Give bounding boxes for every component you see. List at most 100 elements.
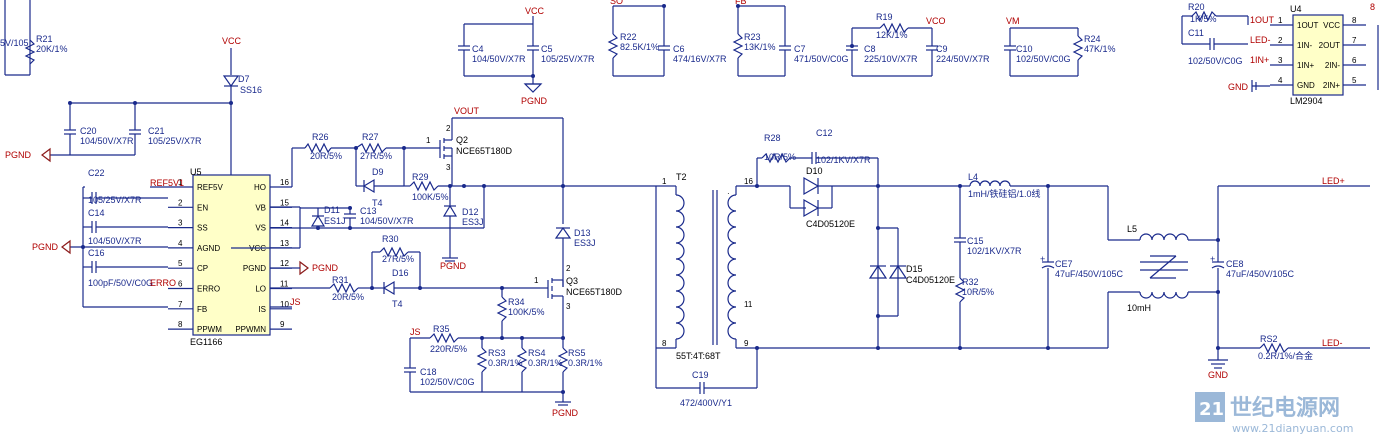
u5-pin-num-left: 4 [178,239,183,248]
u5-pin-num-right: 10 [280,300,289,309]
l5-value: 10mH [1127,303,1151,313]
u5-pin-name-right: LO [255,285,266,294]
u5-pin-num-right: 13 [280,239,289,248]
u4-pin-name-left: GND [1297,81,1315,90]
c20-c21: PGND C20 104/50V/X7R C21 105/25V/X7R [5,101,233,163]
low-side-gate: PGND R31 20R/5% R30 27R/5% D16 T4 R34 10… [270,234,623,338]
d7-label: D7 [238,74,250,84]
r20-label: R20 [1188,2,1205,12]
r26-label: R26 [312,132,329,142]
high-side-gate: R26 20R/5% R27 27R/5% D9 T4 R29 100K/5% … [231,132,660,271]
gnd-label-1: GND [1208,370,1229,380]
t2-pin11: 11 [744,300,753,309]
rs2-label: RS2 [1260,334,1278,344]
ce8-value: 47uF/450V/105C [1226,269,1295,279]
top-left-fragment: 5V/105 R21 20K/1% [0,0,68,76]
r20-value: 1K/5% [1190,14,1217,24]
t2-dot: · [727,189,730,198]
d7-value: SS16 [240,85,262,95]
q2-label: Q2 [456,135,468,145]
r24-label: R24 [1084,34,1101,44]
u5-pin-num-right: 12 [280,259,289,268]
u4-label: U4 [1290,4,1302,14]
c12-label: C12 [816,128,833,138]
t2-pin8: 8 [662,339,667,348]
c22-label: C22 [88,168,105,178]
pgnd-label-2: PGND [32,242,59,252]
c7-label: C7 [794,44,806,54]
js-label-2: JS [410,327,421,337]
c6-label: C6 [673,44,685,54]
r28-value: 10R/5% [764,152,796,162]
u5-pin-name-left: FB [197,305,207,314]
u4-pin-name-right: 2IN+ [1323,81,1340,90]
u5-pin-num-left: 1 [178,178,183,187]
c18-value: 102/50V/C0G [420,377,475,387]
q3-pin2: 2 [566,264,571,273]
r34-label: R34 [508,297,525,307]
vout-label: VOUT [454,106,480,116]
c12-value: 102/1KV/X7R [816,155,871,165]
js-label-1: JS [290,297,301,307]
watermark-logo: 21 [1199,399,1224,420]
q2-mosfet: 1 2 3 Q2 NCE65T180D VOUT [420,106,564,224]
l4-label: L4 [968,172,978,182]
t2-pin9: 9 [744,339,749,348]
u4-pin-num-left: 3 [1278,56,1283,65]
u5-pin-num-right: 16 [280,178,289,187]
d16-label: D16 [392,268,409,278]
u5-pin-num-left: 7 [178,300,183,309]
u4-pin-num-right: 7 [1352,36,1357,45]
u5-pin-name-left: PPWM [197,325,222,334]
c16-label: C16 [88,248,105,258]
r29-label: R29 [412,172,429,182]
u5-pin-num-right: 14 [280,219,289,228]
u5-pin-name-right: VS [255,224,266,233]
l5-common-mode: L5 10mH [1107,186,1218,348]
d10-label: D10 [806,166,823,176]
led-plus-label: LED+ [1322,176,1345,186]
r19-label: R19 [876,12,893,22]
u5-pin-num-left: 2 [178,198,183,207]
d11-label: D11 [324,205,340,215]
q2-pin3: 3 [446,163,451,172]
c13-value: 104/50V/X7R [360,216,414,226]
c8-label: C8 [864,44,876,54]
u4-pin-name-left: 1IN+ [1297,61,1314,70]
pin8-label: 8 [1370,2,1375,12]
secondary-rectifier: R28 10R/5% C12 102/1KV/X7R D10 C4D05120E… [755,128,1124,350]
c9-label: C9 [936,44,948,54]
c10-label: C10 [1016,44,1033,54]
u4-pin-name-left: 1OUT [1297,21,1318,30]
d15-label: D15 [906,264,923,274]
c21-value: 105/25V/X7R [148,136,202,146]
c7-value: 471/50V/C0G [794,54,849,64]
u5-pin-name-right: IS [258,305,266,314]
r19-value: 12K/1% [876,30,908,40]
top-center-network: VCC C4 104/50V/X7R C5 105/25V/X7R PGND S… [458,0,1116,106]
u5-value: EG1166 [190,337,222,347]
d9-label: D9 [372,167,384,177]
c6-value: 474/16V/X7R [673,54,727,64]
r23-label: R23 [744,32,761,42]
u5-pin-name-right: HO [254,183,266,192]
c11-label: C11 [1188,28,1204,38]
t2-value: 55T:4T:68T [676,351,721,361]
u5-pin-num-left: 3 [178,219,183,228]
current-sense: JS R35 220R/5% C18 102/50V/C0G RS3 0.3R/… [404,324,603,418]
c13-label: C13 [360,206,377,216]
rs3-label: RS3 [488,348,506,358]
c14-value: 104/50V/X7R [88,236,142,246]
vcc-top-label: VCC [525,6,545,16]
d15-value: C4D05120E [906,275,955,285]
watermark-logo-box [1195,392,1225,422]
c15-label: C15 [967,236,984,246]
rs4-value: 0.3R/1% [528,358,563,368]
c16-value: 100pF/50V/C0G [88,278,153,288]
r29-value: 100K/5% [412,192,449,202]
pgnd-label-4: PGND [312,263,339,273]
